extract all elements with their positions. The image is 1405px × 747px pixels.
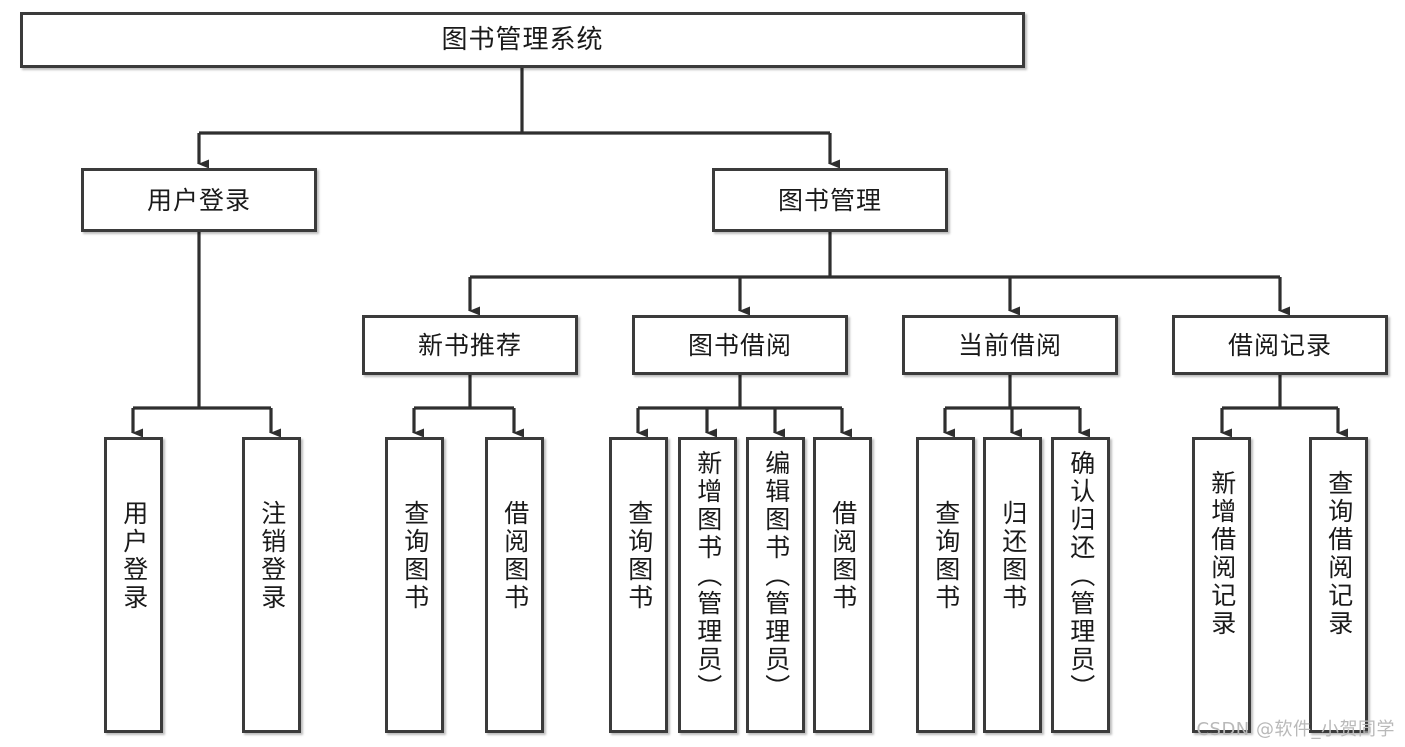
node-leaf-query-book-2[interactable]: 查询图书: [609, 437, 668, 733]
node-book-management-system[interactable]: 图书管理系统: [20, 12, 1025, 68]
node-new-book-recommend[interactable]: 新书推荐: [362, 315, 578, 375]
node-label: 图书管理: [777, 185, 882, 215]
node-leaf-return-book[interactable]: 归还图书: [983, 437, 1042, 733]
node-label: 查询借阅记录: [1324, 470, 1354, 638]
node-leaf-add-book[interactable]: 新增图书（管理员）: [678, 437, 737, 733]
node-leaf-logout[interactable]: 注销登录: [242, 437, 301, 733]
node-leaf-user-login[interactable]: 用户登录: [104, 437, 163, 733]
node-label: 查询图书: [931, 500, 961, 612]
node-leaf-query-book-1[interactable]: 查询图书: [385, 437, 444, 733]
node-label: 注销登录: [257, 500, 287, 612]
node-user-login[interactable]: 用户登录: [81, 168, 317, 232]
node-book-borrow[interactable]: 图书借阅: [632, 315, 848, 375]
node-leaf-query-record[interactable]: 查询借阅记录: [1309, 437, 1368, 733]
node-current-borrow[interactable]: 当前借阅: [902, 315, 1118, 375]
node-label: 借阅记录: [1227, 330, 1332, 360]
node-label: 归还图书: [998, 500, 1028, 612]
node-leaf-query-book-3[interactable]: 查询图书: [916, 437, 975, 733]
node-leaf-edit-book[interactable]: 编辑图书（管理员）: [746, 437, 805, 733]
node-leaf-borrow-book-1[interactable]: 借阅图书: [485, 437, 544, 733]
node-label: 新书推荐: [417, 330, 522, 360]
node-label: 图书管理系统: [441, 25, 604, 55]
node-book-management[interactable]: 图书管理: [712, 168, 948, 232]
node-label: 用户登录: [119, 500, 149, 612]
node-label: 新增借阅记录: [1207, 470, 1237, 638]
node-borrow-record[interactable]: 借阅记录: [1172, 315, 1388, 375]
node-label: 借阅图书: [500, 500, 530, 612]
node-label: 查询图书: [400, 500, 430, 612]
csdn-watermark: CSDN @软件_小贺同学: [1196, 719, 1395, 740]
node-label: 借阅图书: [828, 500, 858, 612]
node-label: 编辑图书（管理员）: [761, 450, 791, 702]
node-label: 新增图书（管理员）: [693, 450, 723, 702]
node-leaf-confirm-return[interactable]: 确认归还（管理员）: [1051, 437, 1110, 733]
node-label: 图书借阅: [687, 330, 792, 360]
node-label: 确认归还（管理员）: [1066, 450, 1096, 702]
node-label: 当前借阅: [957, 330, 1062, 360]
node-leaf-add-record[interactable]: 新增借阅记录: [1192, 437, 1251, 733]
node-leaf-borrow-book-2[interactable]: 借阅图书: [813, 437, 872, 733]
node-label: 查询图书: [624, 500, 654, 612]
node-label: 用户登录: [146, 185, 251, 215]
